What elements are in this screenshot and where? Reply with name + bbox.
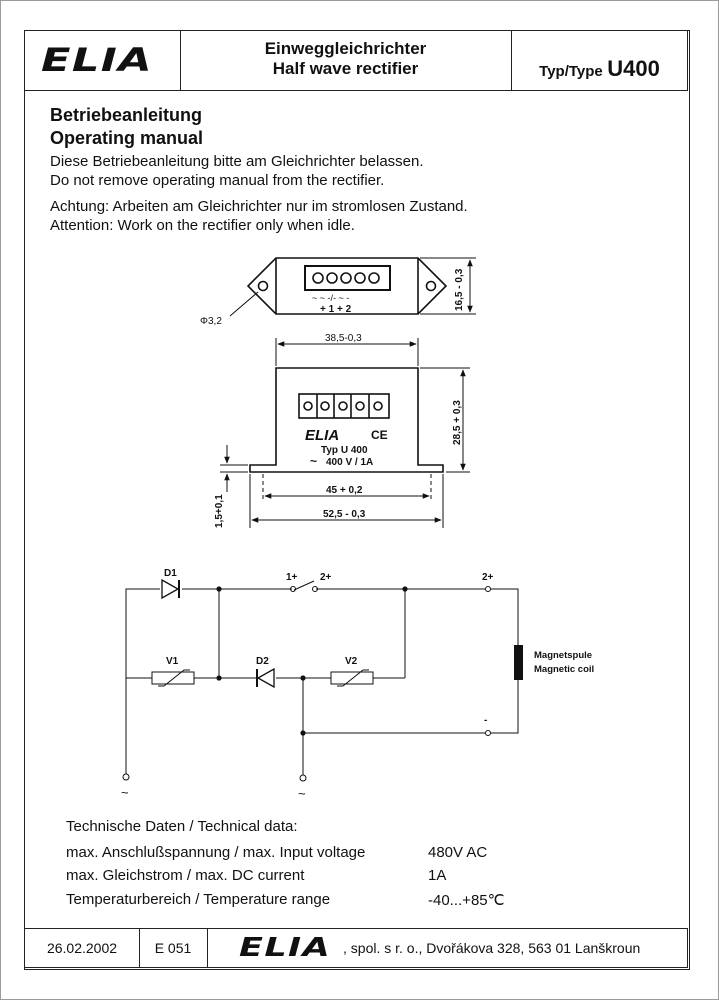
ac-symbol-right: ~ xyxy=(298,786,306,801)
spec-row-value: 1A xyxy=(428,867,447,884)
header-logo-cell: ELIA xyxy=(25,31,181,90)
dim-total-width: 52,5 - 0,3 xyxy=(323,509,366,520)
mount-hole-left xyxy=(257,280,269,292)
terminal-block-top xyxy=(304,265,391,291)
footer-code: E 051 xyxy=(139,929,208,967)
label-v1: V1 xyxy=(166,656,179,667)
label-coil-english: Magnetic coil xyxy=(534,664,594,675)
dim-flange: 1,5+0,1 xyxy=(214,494,225,528)
title-english: Half wave rectifier xyxy=(272,59,419,78)
manual-title-english: Operating manual xyxy=(50,128,204,148)
label-v2: V2 xyxy=(345,656,358,667)
dim-height-top: 16,5 - 0,3 xyxy=(454,268,465,311)
varistor-v1 xyxy=(151,671,195,685)
terminal-block-front xyxy=(298,393,390,419)
spec-row-value: 480V AC xyxy=(428,844,488,861)
spec-row-label: max. Anschlußspannung / max. Input volta… xyxy=(66,844,366,861)
label-d2: D2 xyxy=(256,656,269,667)
terminal-symbols: ~ ~ -/- ~ - xyxy=(312,293,349,303)
body-ce-mark: CE xyxy=(371,428,388,442)
spec-row-label: Temperaturbereich / Temperature range xyxy=(66,891,331,908)
body-type: Typ U 400 xyxy=(321,445,368,456)
mount-hole-right xyxy=(425,280,437,292)
hole-diameter-label: Φ3,2 xyxy=(200,316,222,327)
footer-logo: ELIA xyxy=(239,933,331,963)
header-type-cell: Typ/Type U400 xyxy=(512,31,687,90)
label-coil-german: Magnetspule xyxy=(534,650,592,661)
spec-row-label: max. Gleichstrom / max. DC current xyxy=(66,867,305,884)
diode-d2 xyxy=(256,667,275,689)
title-german: Einweggleichrichter xyxy=(264,39,427,58)
magnetic-coil xyxy=(514,645,523,680)
label-t1: 1+ xyxy=(286,572,298,583)
terminal-label: + 1 + 2 xyxy=(320,304,352,315)
header-table: ELIA Einweggleichrichter Half wave recti… xyxy=(24,30,688,91)
manual-title-german: Betriebeanleitung xyxy=(50,105,203,125)
ac-symbol-left: ~ xyxy=(121,785,129,800)
type-label: Typ/Type xyxy=(539,63,603,80)
spec-row-value: -40...+85℃ xyxy=(428,892,505,909)
label-out-minus: - xyxy=(484,715,487,726)
footer-company: , spol. s r. o., Dvořákova 328, 563 01 L… xyxy=(343,940,641,956)
dim-body-height: 28,5 + 0,3 xyxy=(452,400,463,445)
dim-body-width: 38,5-0,3 xyxy=(325,333,362,344)
company-logo: ELIA xyxy=(41,41,153,79)
intro-line-4: Attention: Work on the rectifier only wh… xyxy=(50,217,355,234)
dim-hole-spacing: 45 + 0,2 xyxy=(326,485,363,496)
footer-table: 26.02.2002 E 051 ELIA , spol. s r. o., D… xyxy=(24,928,688,968)
header-title-cell: Einweggleichrichter Half wave rectifier xyxy=(180,31,512,90)
specs-title: Technische Daten / Technical data: xyxy=(66,818,298,835)
footer-date: 26.02.2002 xyxy=(25,929,140,967)
intro-line-2: Do not remove operating manual from the … xyxy=(50,172,385,189)
mechanical-drawing: 16,5 - 0,3 Φ3,2 ~ ~ -/- ~ - + 1 + 2 38,5… xyxy=(200,257,476,528)
label-d1: D1 xyxy=(164,568,177,579)
intro-line-3: Achtung: Arbeiten am Gleichrichter nur i… xyxy=(50,198,468,215)
front-view-outline xyxy=(249,367,444,473)
label-t2: 2+ xyxy=(320,572,332,583)
body-rating: 400 V / 1A xyxy=(326,457,373,468)
label-out-plus: 2+ xyxy=(482,572,494,583)
diode-d1 xyxy=(161,578,180,600)
varistor-v2 xyxy=(330,671,374,685)
intro-line-1: Diese Betriebeanleitung bitte am Gleichr… xyxy=(50,153,424,170)
circuit-diagram: D1 1+ 2+ 2+ V1 D2 V2 - Magnetspule Magne… xyxy=(121,568,594,801)
type-value: U400 xyxy=(607,56,660,81)
body-logo: ELIA xyxy=(305,427,339,444)
body-rating-symbol: ~ xyxy=(310,454,317,468)
